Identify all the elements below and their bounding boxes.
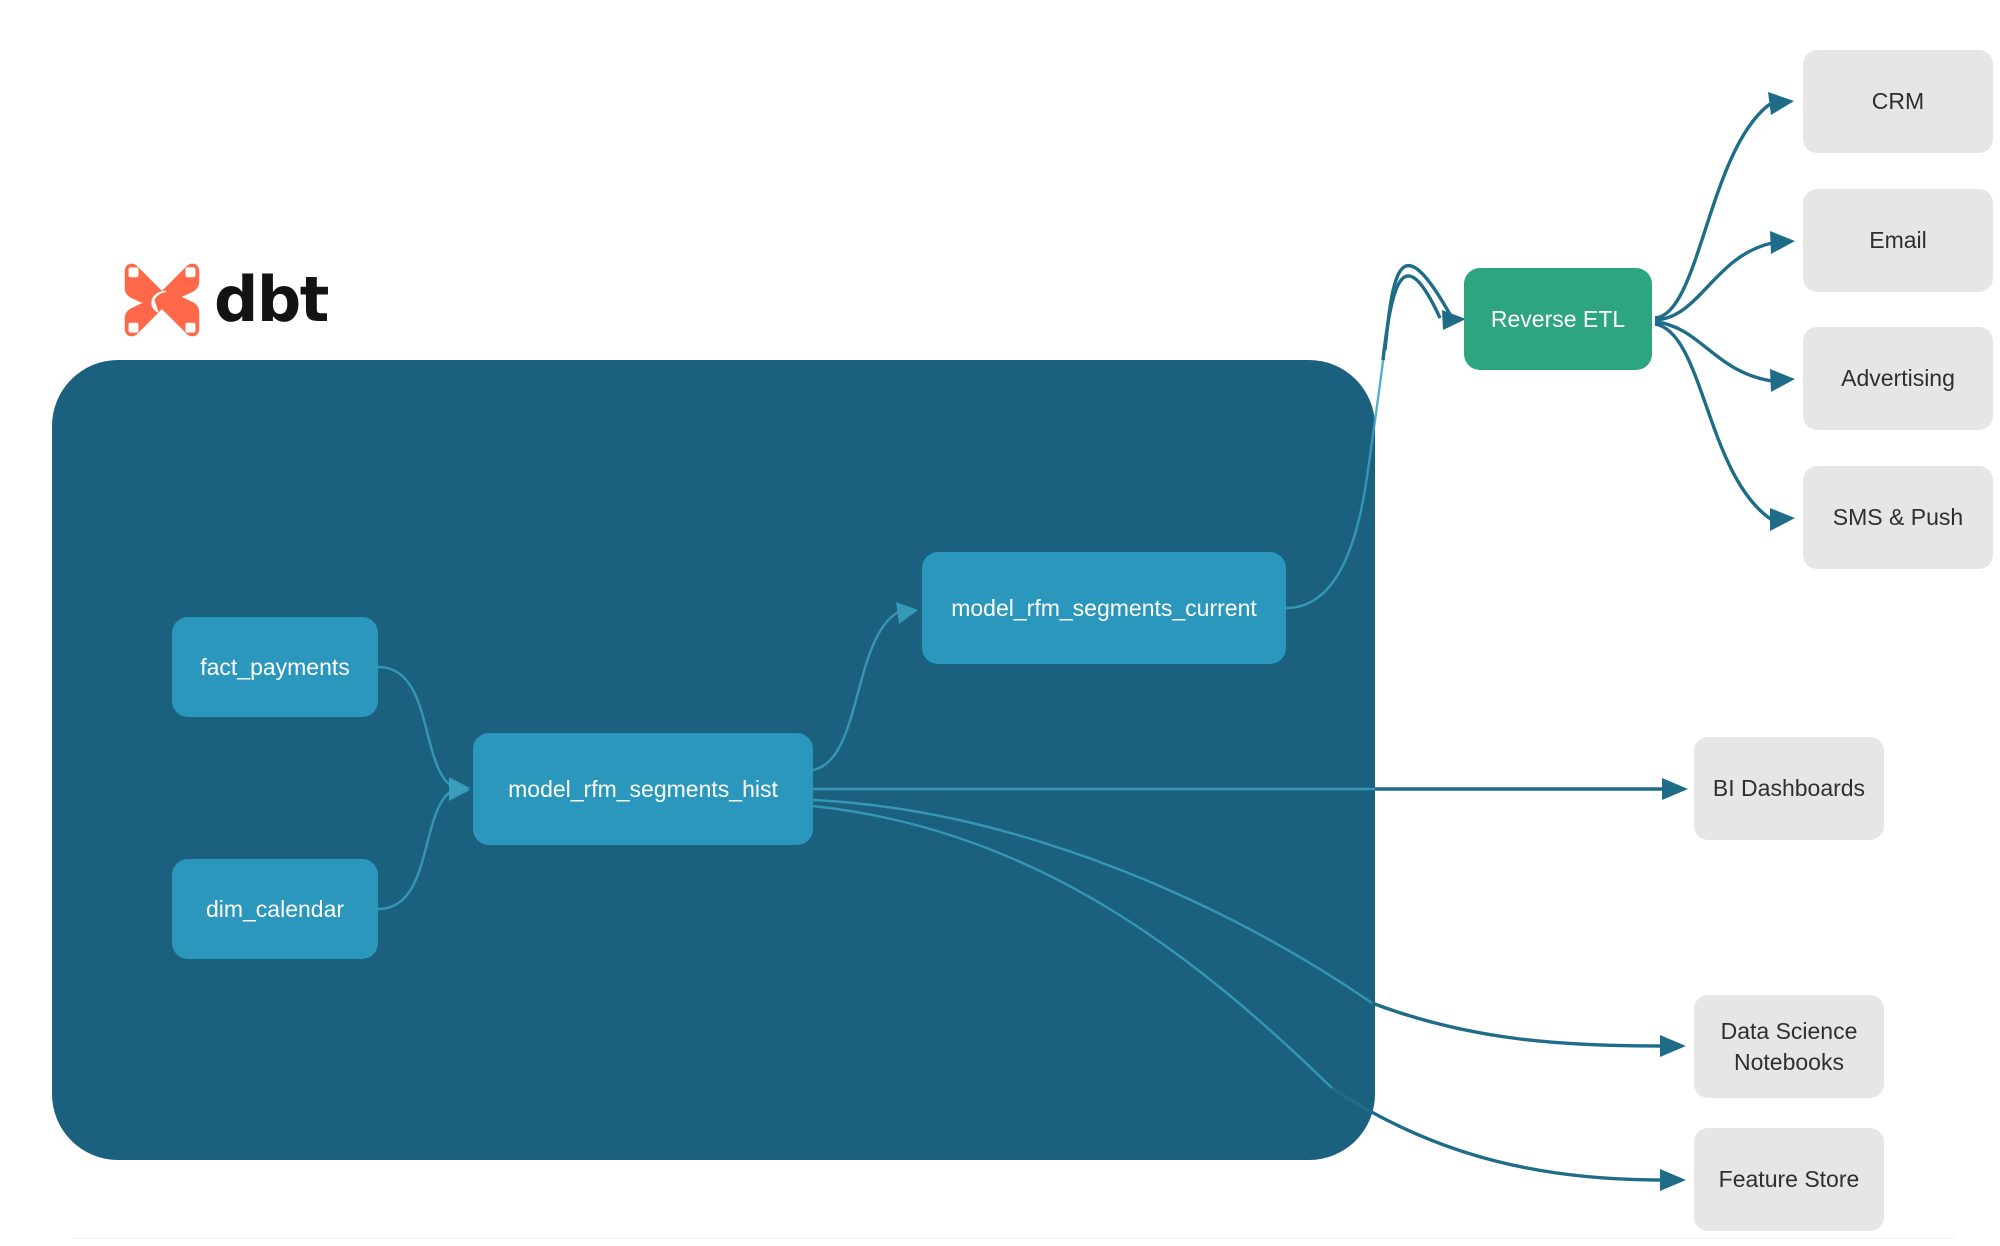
node-label: Reverse ETL [1490, 305, 1626, 332]
node-model-rfm-segments-current[interactable]: model_rfm_segments_current [922, 552, 1286, 664]
arrow-to-feature-store [1660, 1169, 1686, 1191]
dbt-wordmark: dbt [214, 263, 329, 336]
node-reverse-etl[interactable]: Reverse ETL [1464, 268, 1652, 370]
node-label: BI Dashboards [1712, 775, 1866, 802]
node-crm[interactable]: CRM [1803, 50, 1993, 153]
edge-reverse-etl-to-email [1654, 241, 1773, 322]
arrow-to-reverse-etl [1442, 310, 1466, 330]
node-label: model_rfm_segments_current [951, 594, 1257, 621]
arrow-reverse-etl-to-crm [1768, 92, 1794, 115]
arrow-reverse-etl-to-email [1770, 231, 1795, 254]
edge-to-feature-store [1331, 1086, 1663, 1182]
edge-to-reverse-etl-main [1383, 264, 1454, 351]
edge-reverse-etl-to-sms-push [1654, 322, 1773, 522]
node-label: Data Science Notebooks [1720, 1018, 1858, 1075]
node-label: dim_calendar [205, 895, 345, 922]
node-sms-push[interactable]: SMS & Push [1803, 466, 1993, 569]
edge-reverse-etl-to-crm [1654, 102, 1772, 320]
edge-to-ds-notebooks [1371, 1001, 1663, 1048]
arrow-to-ds-notebooks [1660, 1035, 1686, 1057]
node-label: Feature Store [1718, 1166, 1860, 1193]
node-bi-dashboards[interactable]: BI Dashboards [1694, 737, 1884, 840]
arrow-reverse-etl-to-advertising [1770, 369, 1795, 392]
node-label: Email [1869, 227, 1927, 254]
node-advertising[interactable]: Advertising [1803, 327, 1993, 430]
node-label: CRM [1871, 88, 1925, 115]
node-model-rfm-segments-hist[interactable]: model_rfm_segments_hist [473, 733, 813, 845]
node-label: SMS & Push [1832, 504, 1964, 531]
bottom-divider [74, 1238, 1954, 1239]
node-label: Advertising [1841, 365, 1955, 392]
dbt-logo-icon [124, 263, 200, 337]
node-label: model_rfm_segments_hist [508, 775, 778, 802]
arrow-reverse-etl-to-sms-push [1770, 508, 1795, 531]
node-dim-calendar[interactable]: dim_calendar [172, 859, 378, 959]
node-fact-payments[interactable]: fact_payments [172, 617, 378, 717]
edge-reverse-etl-to-advertising [1654, 320, 1773, 383]
dbt-logo: dbt [124, 262, 329, 338]
arrow-to-bi-dashboards [1662, 778, 1688, 800]
node-email[interactable]: Email [1803, 189, 1993, 292]
edge-to-reverse-etl [1381, 274, 1442, 361]
node-feature-store[interactable]: Feature Store [1694, 1128, 1884, 1231]
node-data-science-notebooks[interactable]: Data Science Notebooks [1694, 995, 1884, 1098]
node-label: fact_payments [200, 653, 350, 680]
